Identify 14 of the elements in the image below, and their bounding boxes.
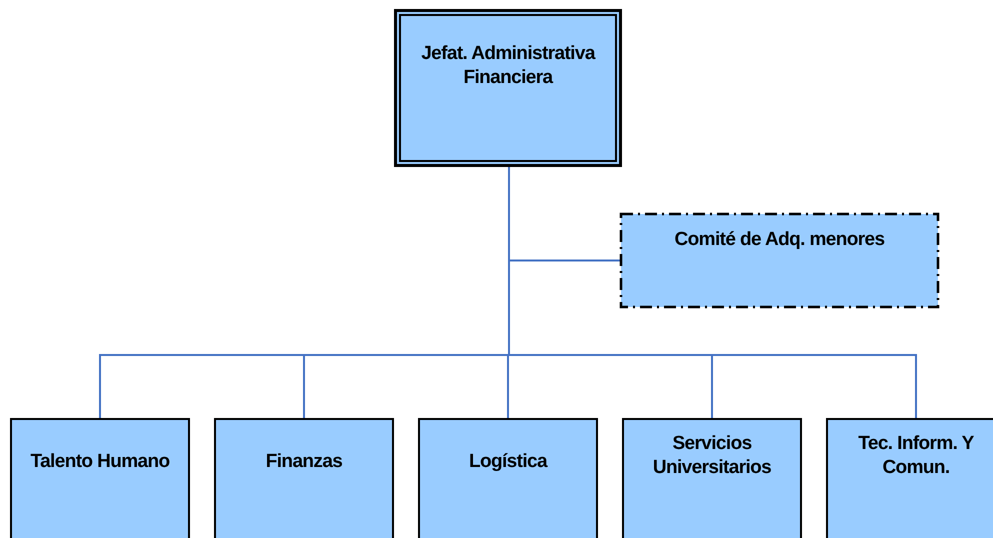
head-unit-box — [395, 10, 621, 166]
unit-name: Finanzas — [264, 450, 344, 474]
unit-name: Tec. Inform. Y Comun. — [857, 432, 975, 480]
unit-box — [826, 418, 993, 538]
unit-box — [621, 214, 938, 307]
unit-name: Talento Humano — [29, 450, 171, 474]
unit-box — [10, 418, 190, 538]
unit-name: Jefat. Administrativa Financiera — [420, 42, 596, 90]
unit-name: Servicios Universitarios — [652, 432, 772, 480]
unit-name: Comité de Adq. menores — [674, 228, 886, 252]
unit-box — [214, 418, 394, 538]
unit-box — [418, 418, 598, 538]
unit-name: Logística — [468, 450, 549, 474]
unit-box — [622, 418, 802, 538]
